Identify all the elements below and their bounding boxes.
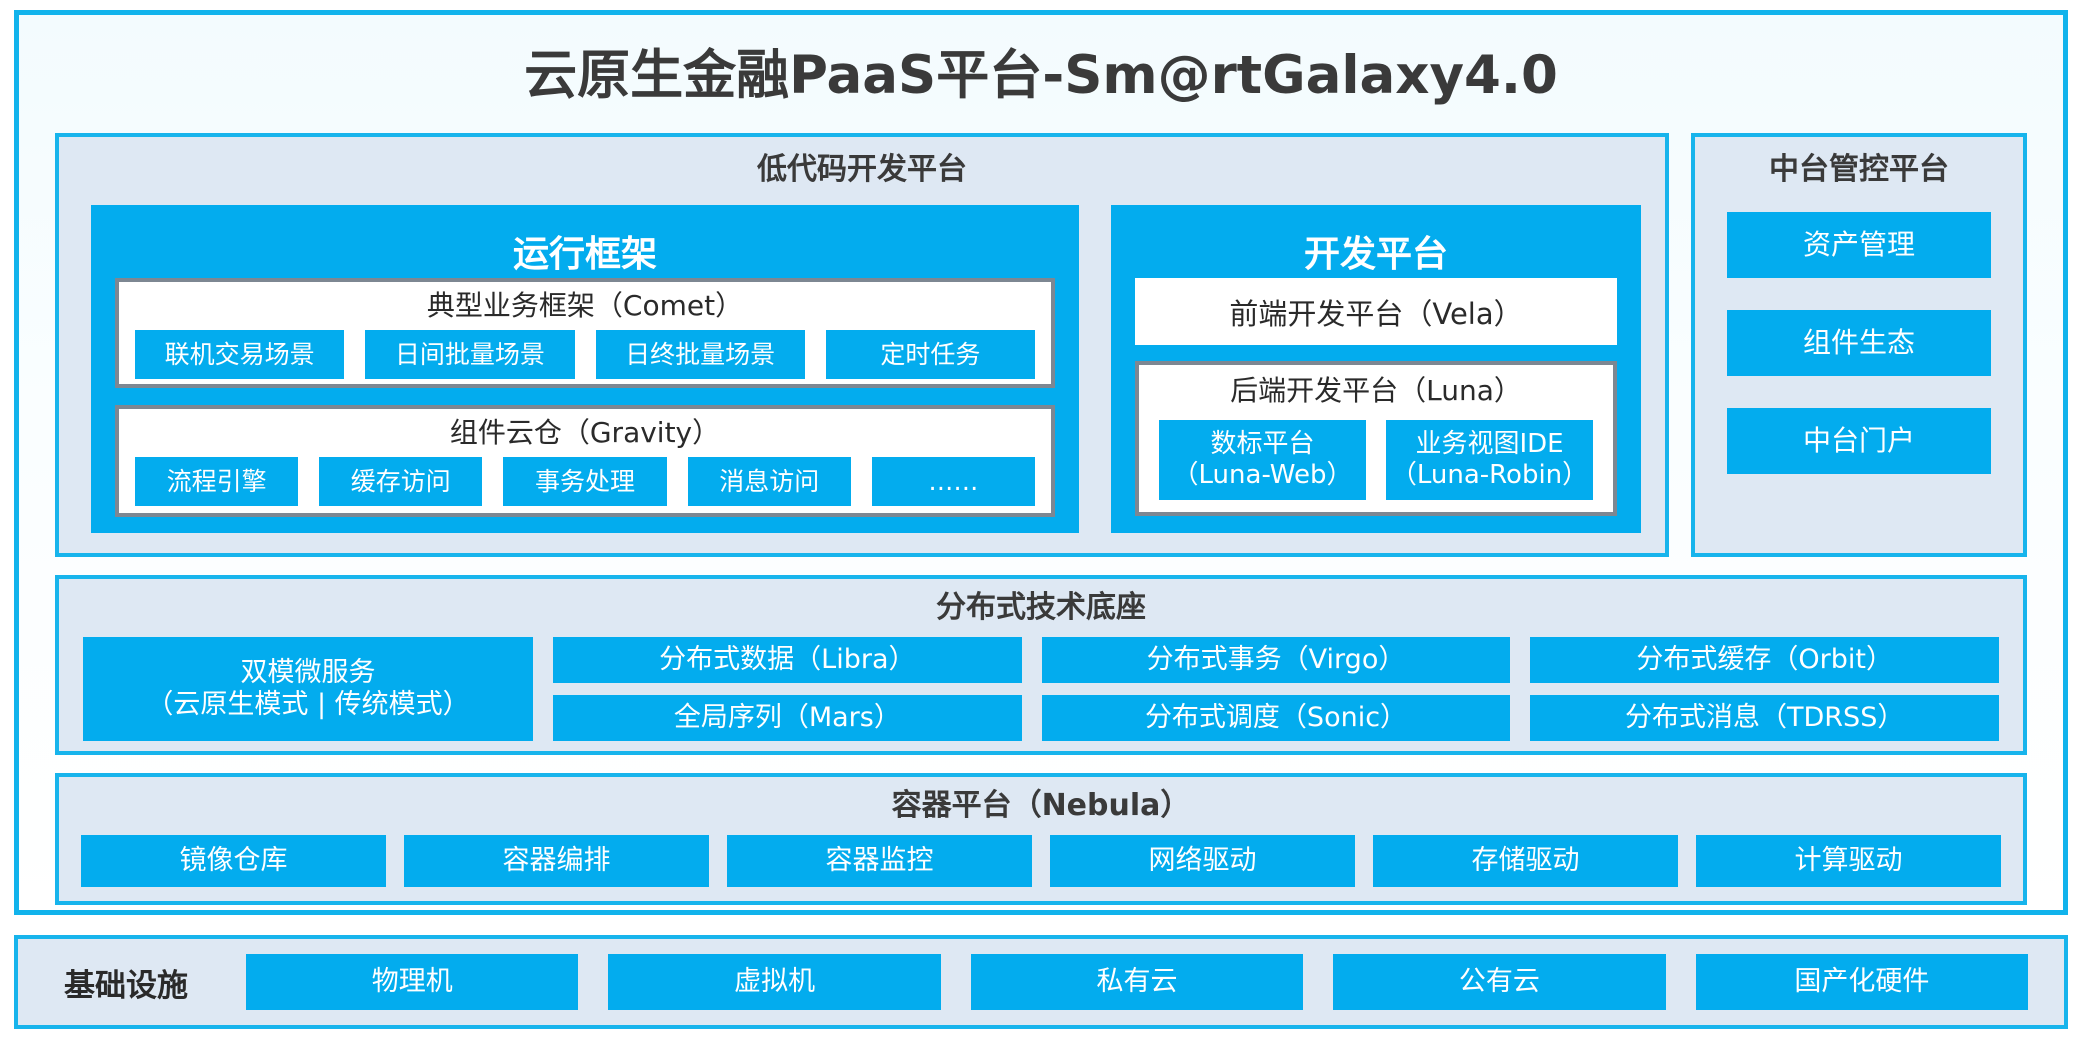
container-item-compute-driver[interactable]: 计算驱动 [1696,835,2001,887]
luna-item-luna-robin[interactable]: 业务视图IDE （Luna-Robin） [1386,420,1593,500]
container-platform-items: 镜像仓库 容器编排 容器监控 网络驱动 存储驱动 计算驱动 [81,835,2001,887]
comet-items: 联机交易场景 日间批量场景 日终批量场景 定时任务 [135,330,1035,379]
luna-web-name: 数标平台 [1210,429,1315,460]
distributed-scheduling-sonic[interactable]: 分布式调度（Sonic） [1041,695,1511,741]
gravity-item-cache-access[interactable]: 缓存访问 [319,457,483,506]
gravity-item-more[interactable]: …… [871,457,1036,506]
backend-dev-platform-items: 数标平台 （Luna-Web） 业务视图IDE （Luna-Robin） [1159,420,1593,500]
midoffice-platform-title: 中台管控平台 [1769,152,1949,187]
runtime-framework-block: 运行框架 典型业务框架（Comet） 联机交易场景 日间批量场景 日终批量场景 … [91,205,1079,533]
midoffice-item-asset-management[interactable]: 资产管理 [1727,212,1991,278]
gravity-item-process-engine[interactable]: 流程引擎 [135,457,299,506]
distributed-tech-title: 分布式技术底座 [936,590,1146,625]
frontend-dev-platform-box[interactable]: 前端开发平台（Vela） [1135,278,1617,345]
platform-frame: 云原生金融PaaS平台-Sm@rtGalaxy4.0 低代码开发平台 运行框架 … [14,10,2068,915]
container-item-network-driver[interactable]: 网络驱动 [1050,835,1355,887]
infra-item-domestic-hardware[interactable]: 国产化硬件 [1695,954,2029,1010]
gravity-title: 组件云仓（Gravity） [449,416,721,449]
infrastructure-label: 基础设施 [64,967,188,1004]
luna-robin-name: 业务视图IDE [1415,429,1564,460]
infra-item-public-cloud[interactable]: 公有云 [1333,954,1666,1010]
container-item-orchestration[interactable]: 容器编排 [404,835,709,887]
lowcode-platform-title: 低代码开发平台 [757,152,967,187]
comet-item-eod-batch[interactable]: 日终批量场景 [595,330,805,379]
global-sequence-mars[interactable]: 全局序列（Mars） [553,695,1022,741]
midoffice-platform-panel: 中台管控平台 资产管理 组件生态 中台门户 [1691,133,2027,557]
distributed-message-tdrss[interactable]: 分布式消息（TDRSS） [1530,695,2000,741]
infra-item-physical-machine[interactable]: 物理机 [246,954,579,1010]
luna-web-code: （Luna-Web） [1172,460,1353,490]
container-item-monitoring[interactable]: 容器监控 [727,835,1032,887]
container-item-storage-driver[interactable]: 存储驱动 [1373,835,1678,887]
midoffice-items: 资产管理 组件生态 中台门户 [1727,212,1991,474]
gravity-item-message-access[interactable]: 消息访问 [687,457,851,506]
dev-platform-title: 开发平台 [1303,234,1448,275]
comet-item-online-transaction[interactable]: 联机交易场景 [135,330,345,379]
runtime-framework-title: 运行框架 [512,234,657,275]
comet-item-scheduled-task[interactable]: 定时任务 [825,330,1035,379]
dualmode-modes: （云原生模式 | 传统模式） [146,689,470,720]
dev-platform-block: 开发平台 前端开发平台（Vela） 后端开发平台（Luna） 数标平台 （Lun… [1111,205,1641,533]
page-title: 云原生金融PaaS平台-Sm@rtGalaxy4.0 [524,45,1558,106]
luna-item-luna-web[interactable]: 数标平台 （Luna-Web） [1159,420,1366,500]
gravity-items: 流程引擎 缓存访问 事务处理 消息访问 …… [135,457,1036,506]
luna-robin-code: （Luna-Robin） [1390,460,1589,490]
distributed-data-libra[interactable]: 分布式数据（Libra） [553,637,1022,683]
infra-item-virtual-machine[interactable]: 虚拟机 [608,954,941,1010]
dualmode-name: 双模微服务 [240,657,376,689]
infrastructure-bar: 基础设施 物理机 虚拟机 私有云 公有云 国产化硬件 [14,935,2068,1029]
distributed-tech-group-3: 分布式缓存（Orbit） 分布式消息（TDRSS） [1530,637,2000,741]
comet-item-intraday-batch[interactable]: 日间批量场景 [365,330,575,379]
comet-title: 典型业务框架（Comet） [426,289,744,322]
distributed-transaction-virgo[interactable]: 分布式事务（Virgo） [1041,637,1511,683]
infrastructure-items: 物理机 虚拟机 私有云 公有云 国产化硬件 [246,939,2029,1025]
comet-box: 典型业务框架（Comet） 联机交易场景 日间批量场景 日终批量场景 定时任务 [115,278,1055,388]
container-item-image-registry[interactable]: 镜像仓库 [81,835,386,887]
backend-dev-platform-box: 后端开发平台（Luna） 数标平台 （Luna-Web） 业务视图IDE （Lu… [1135,361,1617,516]
lowcode-platform-panel: 低代码开发平台 运行框架 典型业务框架（Comet） 联机交易场景 日间批量场景… [55,133,1669,557]
container-platform-title: 容器平台（Nebula） [891,788,1191,823]
container-platform-panel: 容器平台（Nebula） 镜像仓库 容器编排 容器监控 网络驱动 存储驱动 计算… [55,773,2027,905]
distributed-tech-group-2: 分布式事务（Virgo） 分布式调度（Sonic） [1041,637,1511,741]
backend-dev-platform-title: 后端开发平台（Luna） [1230,374,1522,407]
distributed-tech-body: 双模微服务 （云原生模式 | 传统模式） 分布式数据（Libra） 全局序列（M… [83,637,2000,741]
distributed-tech-panel: 分布式技术底座 双模微服务 （云原生模式 | 传统模式） 分布式数据（Libra… [55,575,2027,755]
gravity-box: 组件云仓（Gravity） 流程引擎 缓存访问 事务处理 消息访问 …… [115,405,1055,517]
distributed-cache-orbit[interactable]: 分布式缓存（Orbit） [1530,637,2000,683]
midoffice-item-portal[interactable]: 中台门户 [1727,408,1991,474]
gravity-item-transaction-processing[interactable]: 事务处理 [503,457,667,506]
frontend-dev-platform-label: 前端开发平台（Vela） [1229,296,1523,331]
infra-item-private-cloud[interactable]: 私有云 [970,954,1304,1010]
distributed-tech-group-1: 分布式数据（Libra） 全局序列（Mars） [553,637,1022,741]
midoffice-item-component-ecosystem[interactable]: 组件生态 [1727,310,1991,376]
dualmode-microservice-block[interactable]: 双模微服务 （云原生模式 | 传统模式） [83,637,533,741]
